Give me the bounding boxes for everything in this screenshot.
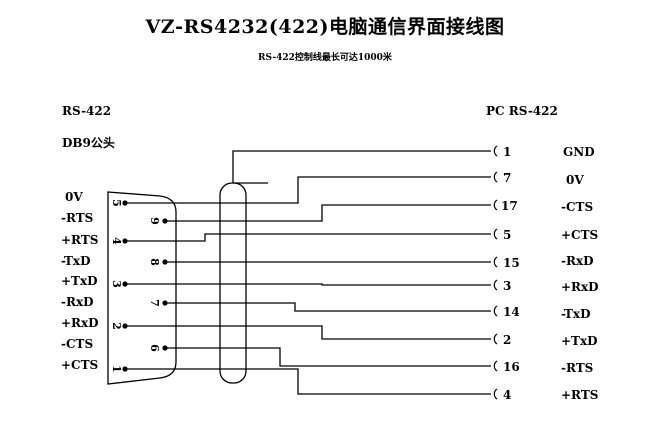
db9-pin-1-dot: [122, 366, 128, 372]
wire-pin9-to-17: [165, 204, 491, 222]
left-signal-pos-txd: +TxD: [61, 274, 98, 288]
db9-pin-numbers: 5 9 4 8 3 7 2 6 1: [110, 199, 161, 373]
db9-pin-number-7: 7: [148, 299, 161, 307]
left-subheader: DB9公头: [62, 136, 115, 150]
diagram-subtitle: RS-422控制线最长可达1000米: [258, 53, 392, 63]
wire-pin5-to-7: [125, 176, 491, 204]
pc-terminal-5-icon: [493, 228, 498, 240]
pc-signal-0v: 0V: [566, 173, 584, 187]
db9-pin-dots: [122, 200, 168, 372]
pc-signal-pos-txd: +TxD: [561, 334, 598, 348]
right-header: PC RS-422: [486, 104, 558, 118]
pc-pin-number-14: 14: [503, 305, 520, 319]
wire-pin6-to-16: [165, 347, 491, 367]
pc-signal-neg-cts: -CTS: [561, 200, 594, 214]
pc-signal-gnd: GND: [563, 145, 595, 159]
diagram-title: VZ-RS4232(422)电脑通信界面接线图: [145, 16, 505, 38]
pc-terminal-16-icon: [493, 360, 498, 372]
wire-pin4-to-5: [125, 233, 491, 242]
pc-pin-number-2: 2: [503, 333, 512, 347]
pc-pin-number-3: 3: [503, 279, 512, 293]
db9-pin-9-dot: [162, 218, 168, 224]
left-signal-neg-cts: -CTS: [61, 337, 94, 351]
pc-terminal-14-icon: [493, 305, 498, 317]
db9-pin-2-dot: [122, 323, 128, 329]
left-signal-pos-cts: +CTS: [61, 358, 99, 372]
left-signal-neg-rts: -RTS: [61, 211, 94, 225]
wire-pin7-to-14: [165, 302, 491, 312]
shield-drain-wire: [232, 150, 491, 183]
db9-pin-number-5: 5: [110, 199, 123, 207]
pc-terminal-2-icon: [493, 333, 498, 345]
db9-pin-number-6: 6: [148, 344, 161, 352]
db9-pin-number-1: 1: [110, 365, 123, 373]
db9-pin-5-dot: [122, 200, 128, 206]
pc-pin-number-7: 7: [503, 171, 512, 185]
db9-pin-8-dot: [162, 259, 168, 265]
db9-pin-3-dot: [122, 281, 128, 287]
wire-pin3-to-3: [125, 283, 491, 286]
pc-terminal-3-icon: [493, 279, 498, 291]
pc-pin-number-1: 1: [503, 145, 512, 159]
db9-pin-6-dot: [162, 345, 168, 351]
pc-signal-pos-rxd: +RxD: [561, 280, 599, 294]
pc-terminal-17-icon: [493, 199, 498, 211]
pc-signal-pos-cts: +CTS: [561, 228, 599, 242]
pc-signal-pos-rts: +RTS: [561, 388, 599, 402]
pc-terminal-4-icon: [493, 388, 498, 400]
db9-pin-number-8: 8: [148, 258, 161, 266]
db9-pin-7-dot: [162, 300, 168, 306]
pc-pin-number-4: 4: [503, 388, 512, 402]
left-signal-pos-rxd: +RxD: [61, 316, 99, 330]
pc-pin-number-15: 15: [503, 256, 520, 270]
left-signal-neg-rxd: -RxD: [61, 295, 94, 309]
pc-terminal-7-icon: [493, 171, 498, 183]
pc-terminal-15-icon: [493, 256, 498, 268]
db9-pin-number-4: 4: [110, 237, 123, 245]
pc-terminal-1-icon: [493, 145, 498, 157]
pc-signal-neg-txd: -TxD: [561, 307, 591, 321]
pc-pin-number-16: 16: [503, 360, 520, 374]
pc-pin-number-5: 5: [503, 228, 512, 242]
wire-pin1-to-4: [125, 368, 491, 395]
db9-pin-number-2: 2: [110, 322, 123, 330]
pc-signal-neg-rts: -RTS: [561, 361, 594, 375]
pc-signal-neg-rxd: -RxD: [561, 254, 594, 268]
db9-pin-number-3: 3: [110, 280, 123, 288]
db9-connector-outline: [107, 191, 177, 385]
left-signal-pos-rts: +RTS: [61, 233, 99, 247]
pc-pin-number-17: 17: [501, 199, 518, 213]
left-signal-neg-txd: -TxD: [61, 254, 91, 268]
cable-shield: [219, 182, 247, 384]
db9-pin-number-9: 9: [148, 217, 161, 225]
pc-terminals: [493, 145, 498, 400]
db9-pin-4-dot: [122, 238, 128, 244]
wire-pin2-to-2: [125, 325, 491, 340]
left-header: RS-422: [62, 104, 112, 118]
left-signal-0v: 0V: [65, 190, 83, 204]
